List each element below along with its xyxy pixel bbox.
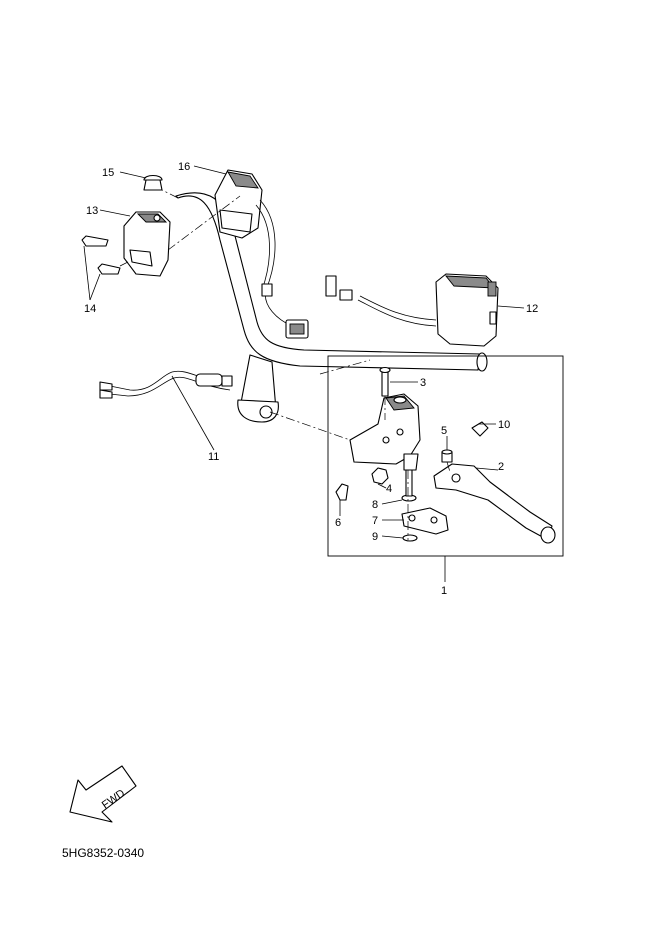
callout-15: 15 xyxy=(102,167,114,179)
forward-arrow-icon: FWD xyxy=(69,765,137,823)
callout-2: 2 xyxy=(498,461,504,473)
lever-holder xyxy=(349,393,421,471)
callout-3: 3 xyxy=(420,377,426,389)
bolt-3 xyxy=(379,366,391,397)
plate-7 xyxy=(401,507,449,535)
callout-9: 9 xyxy=(372,531,378,543)
screws-14 xyxy=(81,235,121,275)
callout-5: 5 xyxy=(441,425,447,437)
switch-housing-13 xyxy=(123,211,171,277)
callout-1: 1 xyxy=(441,585,447,597)
pin-5 xyxy=(441,449,453,463)
callout-4: 4 xyxy=(386,483,392,495)
leader-lines xyxy=(83,165,525,582)
cap-15 xyxy=(143,174,163,191)
washers-8-9 xyxy=(401,469,418,542)
callout-11: 11 xyxy=(208,451,219,463)
callout-8: 8 xyxy=(372,499,378,511)
callout-14: 14 xyxy=(84,303,96,315)
nut-4 xyxy=(371,467,389,485)
callout-6: 6 xyxy=(335,517,341,529)
switch-housing-16 xyxy=(214,169,309,339)
cable-11 xyxy=(99,370,233,399)
screw-6 xyxy=(335,483,349,501)
assembly-box xyxy=(327,355,564,557)
drawing-code: 5HG8352-0340 xyxy=(62,846,144,860)
callout-13: 13 xyxy=(86,205,98,217)
switch-unit-12 xyxy=(325,273,499,347)
callout-7: 7 xyxy=(372,515,378,527)
callout-16: 16 xyxy=(178,161,190,173)
callout-10: 10 xyxy=(498,419,510,431)
callout-12: 12 xyxy=(526,303,538,315)
lever-2 xyxy=(433,463,556,544)
